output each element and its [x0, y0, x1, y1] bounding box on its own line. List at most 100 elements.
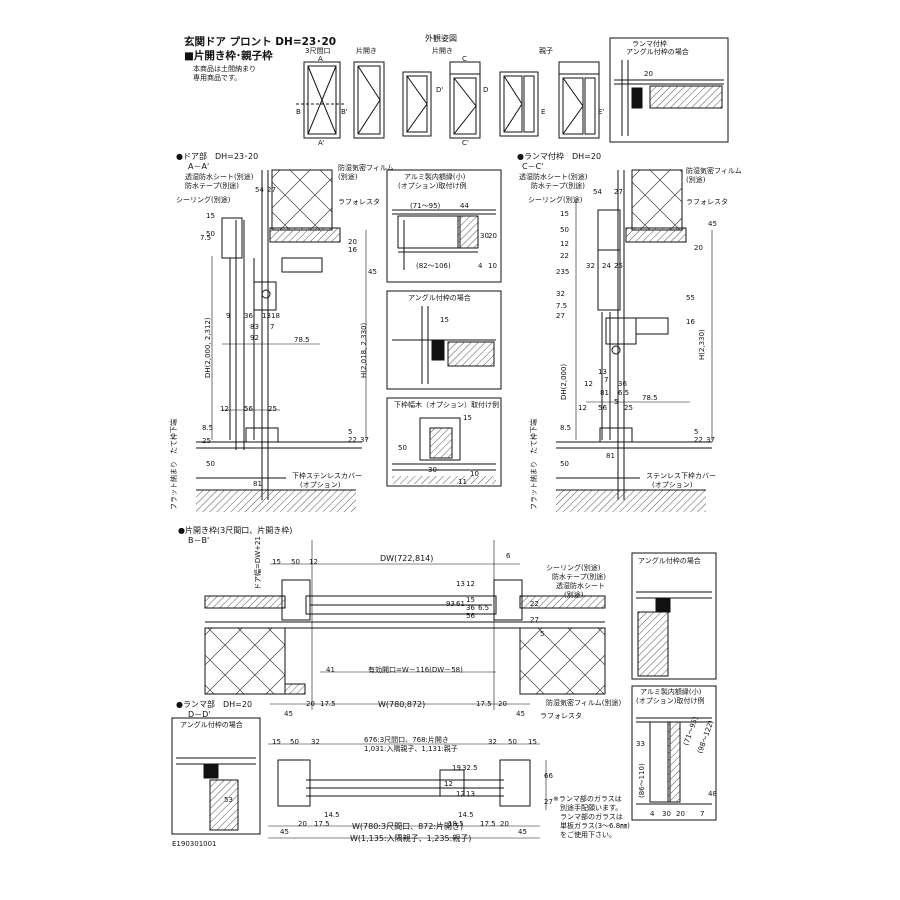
dim-label: 12: [456, 790, 465, 798]
callout-label: (別途): [564, 591, 584, 599]
callout-label: シーリング(別途): [546, 564, 601, 572]
dim-label: 25: [202, 437, 211, 445]
dim-label: 7.5: [556, 302, 568, 310]
dim-label: 14.5: [458, 811, 474, 819]
dim-label: 37: [360, 436, 369, 444]
dim-label: 17.5: [314, 820, 330, 828]
callout-label: 防湿気密フィルム(別途): [546, 699, 622, 707]
dim-label: 81: [606, 452, 615, 460]
dim-label: W(780:3尺間口、872:片開き): [352, 822, 464, 831]
callout-label: 防湿気密フィルム: [686, 167, 742, 175]
header-note-line-1: 本商品は土間納まり: [193, 65, 256, 73]
callout-label: シーリング(別途): [528, 196, 583, 204]
dim-label: 5: [540, 630, 545, 638]
dim-label: 5: [694, 428, 699, 436]
angle-plan-box-title: アングル付枠の場合: [638, 557, 701, 565]
dim-label: 12: [584, 380, 593, 388]
dim-label: 50: [398, 444, 407, 452]
dim-label: DW(722,814): [380, 554, 434, 563]
dim-label: 27: [614, 188, 623, 196]
dim-label: 81: [253, 480, 262, 488]
dim-label: 12: [560, 240, 569, 248]
dim-label: 4: [650, 810, 655, 818]
dim-label: 15: [440, 316, 449, 324]
dim-label: (86～110): [638, 763, 646, 798]
dim-label: 27: [267, 186, 276, 194]
header-note-line-2: 専用商品です。: [193, 74, 242, 82]
elev-label-katabiraki: 片開き: [356, 47, 377, 55]
plan-b-sub: B－B': [188, 536, 210, 545]
dim-label: 50: [206, 460, 215, 468]
page-subtitle: ■片開き枠･親子枠: [184, 50, 273, 62]
dim-label: 20: [498, 700, 507, 708]
dim-label: 32: [488, 738, 497, 746]
alumi-box-title-1: アルミ製内額縁(小): [404, 173, 466, 181]
height-label: H(2,330): [698, 329, 706, 360]
callout-label: ラフォレスタ: [338, 198, 380, 206]
dim-label: 7: [604, 376, 609, 384]
dim-label: 45: [708, 220, 717, 228]
footer-code: E190301001: [172, 840, 217, 848]
ranma-note-line: ※ランマ部のガラスは: [553, 795, 622, 803]
elev-mark: B': [341, 108, 348, 116]
dim-label: 30: [428, 466, 437, 474]
dim-label: 54: [255, 186, 264, 194]
dim-label: 10: [488, 262, 497, 270]
dim-label: 45: [284, 710, 293, 718]
dim-label: 17.5: [476, 700, 492, 708]
callout-label: ドア幅=DW+21: [254, 536, 262, 590]
ranma-note-line: ランマ部のガラスは: [560, 813, 623, 821]
height-label: DH(2,000, 2,312): [204, 317, 212, 378]
door-section-sub: A－A': [188, 162, 210, 171]
dim-label: 有効開口=W－116(DW－58): [368, 666, 463, 674]
ranma-note-line: をご使用下さい。: [560, 831, 616, 839]
dim-label: 50: [560, 226, 569, 234]
callout-label: フラット納まり たて枠下端: [530, 419, 538, 510]
callout-label: フラット納まり たて枠下端: [170, 419, 178, 510]
dim-label: (82～106): [416, 262, 451, 270]
dim-label: 15: [206, 212, 215, 220]
dim-label: 56: [466, 612, 475, 620]
callout-label: 防水テープ(別途): [552, 573, 607, 581]
dim-label: 36: [244, 312, 253, 320]
callout-label: (別途): [338, 173, 358, 181]
ranma-plan-title: ●ランマ部 DH=20: [176, 700, 253, 709]
dim-label: 12: [220, 405, 229, 413]
dim-label: 15: [272, 558, 281, 566]
dim-label: 14.5: [324, 811, 340, 819]
callout-label: ラフォレスタ: [540, 712, 582, 720]
dim-label: 6.5: [618, 389, 630, 397]
callout-label: 透湿防水シート: [556, 582, 605, 590]
dim-label: W(780,872): [378, 700, 426, 709]
dim-label: 15: [463, 414, 472, 422]
shitawaku-box-title: 下枠幅木（オプション）取付け例: [394, 401, 499, 409]
dim-label: 78.5: [294, 336, 310, 344]
dim-label: 15: [272, 738, 281, 746]
dim-label: 676:3尺間口、768:片開き: [364, 736, 449, 744]
dim-label: 5: [614, 398, 619, 406]
dim-label: 4: [478, 262, 483, 270]
dim-label: 9: [226, 312, 231, 320]
alumi-plan-box-title-2: (オプション)取付け例: [636, 697, 705, 705]
dim-label: 13: [598, 368, 607, 376]
plan-b-title: ●片開き枠(3尺間口、片開き枠): [178, 526, 293, 535]
dim-label: 18.5: [448, 820, 464, 828]
dim-label: 19: [452, 764, 461, 772]
dim-label: 17.5: [480, 820, 496, 828]
elev-mark: C: [462, 55, 467, 63]
dim-label: 56: [244, 405, 253, 413]
dim-label: 15: [560, 210, 569, 218]
dim-label: 6.5: [478, 604, 490, 612]
callout-label: 透湿防水シート(別途): [185, 173, 254, 181]
dim-label: 20: [500, 820, 509, 828]
dim-label: 12: [466, 580, 475, 588]
elev-label-oyako: 親子: [539, 47, 553, 55]
dim-label: 53: [224, 796, 233, 804]
dim-label: 45: [280, 828, 289, 836]
dim-label: 12: [444, 780, 453, 788]
door-section-title: ●ドア部 DH=23･20: [176, 152, 259, 161]
height-label: DH(2,000): [560, 363, 568, 400]
callout-label: シーリング(別途): [176, 196, 231, 204]
dim-label: 12: [309, 558, 318, 566]
callout-label: 防湿気密フィルム: [338, 164, 394, 172]
